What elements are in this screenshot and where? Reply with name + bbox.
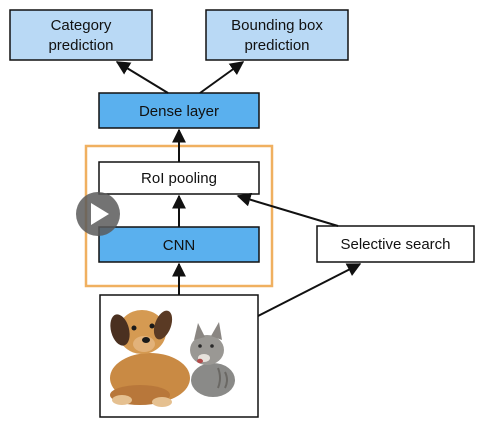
selective-search-node: Selective search (316, 225, 475, 263)
selective-search-label: Selective search (340, 236, 450, 253)
roi-pooling-label: RoI pooling (141, 170, 217, 187)
category-prediction-line2: prediction (48, 37, 113, 54)
cnn-label: CNN (163, 237, 196, 254)
dog-and-kitten-photo-icon (102, 297, 256, 415)
edge-selective-search-to-roi (236, 192, 339, 227)
edges (115, 61, 362, 317)
input-image (99, 294, 259, 418)
edge-image-to-selective-search (257, 263, 362, 317)
bbox-prediction-line1: Bounding box (231, 17, 323, 34)
bbox-prediction-node: Bounding box prediction (205, 9, 349, 61)
edge-dense-to-category (115, 61, 169, 94)
dense-layer-label: Dense layer (139, 103, 219, 120)
roi-pooling-node: RoI pooling (98, 161, 260, 195)
cnn-node: CNN (98, 226, 260, 263)
edge-dense-to-bbox (199, 61, 245, 94)
dense-layer-node: Dense layer (98, 92, 260, 129)
category-prediction-line1: Category (51, 17, 112, 34)
play-icon[interactable] (91, 203, 109, 225)
category-prediction-node: Category prediction (9, 9, 153, 61)
bbox-prediction-line2: prediction (244, 37, 309, 54)
play-button[interactable] (76, 192, 120, 236)
